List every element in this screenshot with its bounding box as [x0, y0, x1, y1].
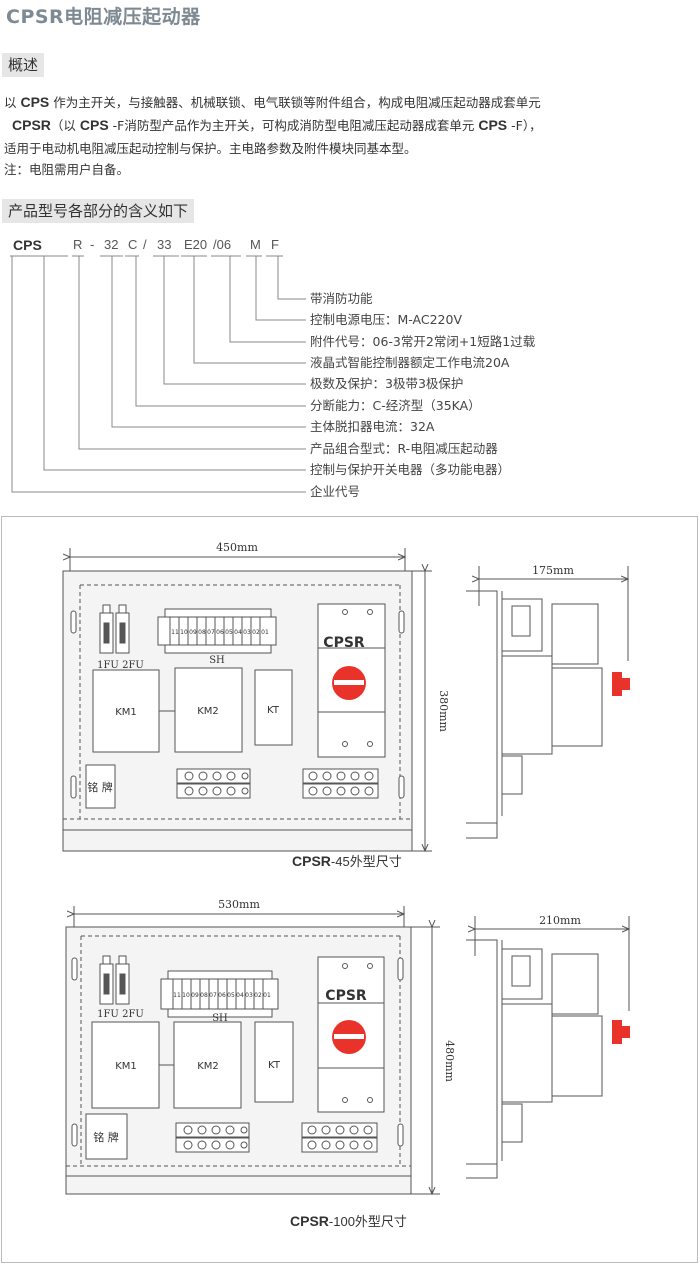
d2-km2: KM2 — [197, 1061, 219, 1072]
d2-nameplate: 铭 牌 — [93, 1130, 119, 1144]
dimension-drawings: 450mm 380mm 1FU 2FU SH KM1 KM2 KT CPSR 铭… — [62, 541, 630, 1263]
svg-text:11: 11 — [171, 629, 179, 636]
explanation-0: 带消防功能 — [310, 291, 373, 306]
explanation-5: 分断能力：C-经济型（35KA） — [310, 398, 481, 413]
svg-text:09: 09 — [189, 629, 197, 636]
d1-width-label: 450mm — [216, 541, 258, 554]
d2-fuse2: 2FU — [122, 1009, 144, 1020]
explanation-2: 附件代号：06-3常开2常闭+1短路1过载 — [310, 334, 536, 349]
code-part-cps: CPS — [13, 237, 42, 253]
svg-text:06: 06 — [216, 629, 224, 636]
svg-text:02: 02 — [254, 992, 262, 999]
overview-label: 概述 — [2, 53, 45, 77]
d2-terminal-label: SH — [212, 1013, 228, 1024]
knob-1-handle — [334, 680, 364, 685]
svg-text:04: 04 — [234, 629, 242, 636]
explanation-1: 控制电源电压：M-AC220V — [310, 312, 462, 327]
overview-line-1: 以 CPS 作为主开关，与接触器、机械联锁、电气联锁等附件组合，构成电阻减压起动… — [4, 94, 541, 110]
dimension-drawings-frame — [1, 516, 698, 1263]
d2-fuse1: 1FU — [97, 1009, 119, 1020]
page-title: CPSR电阻减压起动器 — [6, 6, 201, 28]
svg-text:10: 10 — [180, 629, 188, 636]
d2-brand: CPSR — [325, 988, 367, 1004]
side-knob-2 — [612, 1020, 622, 1044]
explanation-9: 企业代号 — [310, 484, 361, 499]
d2-depth-label: 210mm — [539, 914, 581, 927]
model-code-connectors — [10, 255, 306, 493]
svg-text:02: 02 — [252, 629, 260, 636]
front-view-2 — [65, 906, 440, 1194]
d2-km1: KM1 — [115, 1061, 137, 1072]
d1-terminal-label: SH — [209, 655, 225, 666]
knob-2-handle — [334, 1034, 364, 1039]
code-part-f: F — [271, 237, 279, 252]
svg-text:01: 01 — [263, 992, 271, 999]
d1-nameplate: 铭 牌 — [87, 780, 113, 794]
svg-text:05: 05 — [227, 992, 235, 999]
svg-text:03: 03 — [243, 629, 251, 636]
overview-line-4: 注：电阻需用户自备。 — [4, 162, 130, 177]
svg-text:03: 03 — [245, 992, 253, 999]
svg-text:08: 08 — [200, 992, 208, 999]
overview-line-2: CPSR（以 CPS -F消防型产品作为主开关，可构成消防型电阻减压起动器成套单… — [12, 117, 542, 133]
front-view-2-details — [172, 963, 373, 1150]
front-view-1 — [62, 548, 432, 851]
d1-depth-label: 175mm — [532, 564, 574, 577]
explanation-4: 极数及保护：3极带3极保护 — [310, 376, 464, 391]
model-section-label: 产品型号各部分的含义如下 — [2, 199, 195, 223]
code-part-slash: / — [143, 237, 147, 252]
code-part-c: C — [128, 237, 138, 252]
d2-width-label: 530mm — [218, 898, 260, 911]
code-part-r: R — [73, 237, 83, 252]
svg-text:05: 05 — [225, 629, 233, 636]
code-part-m: M — [250, 237, 261, 252]
svg-text:08: 08 — [198, 629, 206, 636]
code-part-dash: - — [90, 237, 95, 252]
d1-km1: KM1 — [115, 707, 137, 718]
d2-height-label: 480mm — [443, 1040, 456, 1082]
side-knob-1-tip — [622, 678, 630, 690]
d1-brand: CPSR — [323, 635, 365, 651]
d2-kt: KT — [268, 1060, 281, 1071]
side-knob-1 — [612, 672, 622, 696]
code-part-e20: E20 — [184, 237, 208, 252]
d1-fuse2: 2FU — [122, 660, 144, 671]
explanation-8: 控制与保护开关电器（多功能电器） — [310, 462, 511, 477]
code-part-32: 32 — [104, 237, 119, 252]
svg-text:07: 07 — [209, 992, 217, 999]
svg-text:01: 01 — [261, 629, 269, 636]
svg-text:06: 06 — [218, 992, 226, 999]
explanation-7: 产品组合型式：R-电阻减压起动器 — [310, 441, 498, 456]
code-part-06: /06 — [213, 237, 232, 252]
front-view-1-details — [169, 609, 374, 796]
caption-1: CPSR-45外型尺寸 — [292, 853, 402, 869]
d1-km2: KM2 — [197, 706, 219, 717]
code-part-33: 33 — [157, 237, 172, 252]
d1-kt: KT — [267, 705, 280, 716]
svg-text:11: 11 — [173, 992, 181, 999]
d1-height-label: 380mm — [437, 690, 450, 732]
caption-2: CPSR-100外型尺寸 — [290, 1213, 407, 1229]
side-view-2 — [466, 916, 629, 1179]
svg-text:07: 07 — [207, 629, 215, 636]
explanation-3: 液晶式智能控制器额定工作电流20A — [310, 355, 510, 370]
overview-line-3: 适用于电动机电阻减压起动控制与保护。主电路参数及附件模块同基本型。 — [4, 141, 417, 156]
svg-text:10: 10 — [182, 992, 190, 999]
d1-fuse1: 1FU — [97, 660, 119, 671]
side-knob-2-tip — [622, 1026, 630, 1038]
svg-text:09: 09 — [191, 992, 199, 999]
side-view-1 — [466, 566, 628, 839]
explanation-6: 主体脱扣器电流：32A — [310, 419, 435, 434]
svg-text:04: 04 — [236, 992, 244, 999]
